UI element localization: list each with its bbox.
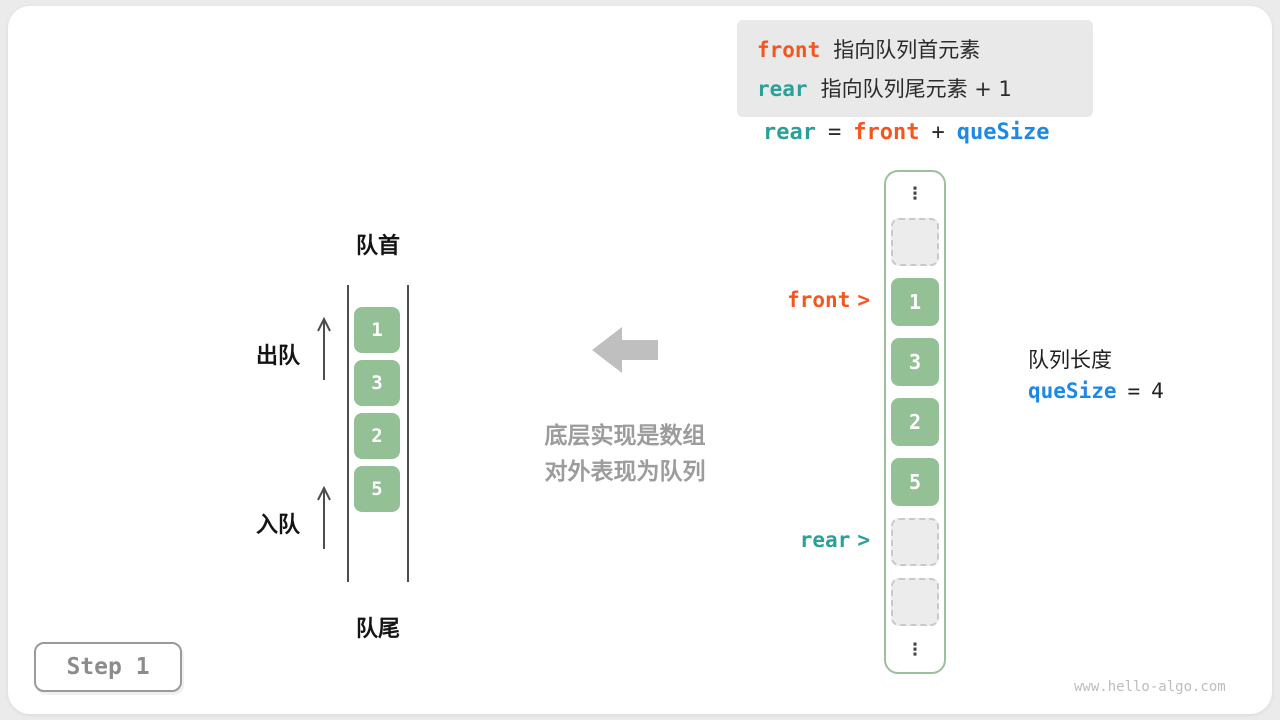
array-cell: 2 [891, 398, 939, 446]
rear-pointer: rear> [764, 526, 870, 554]
legend-front-line: front 指向队列首元素 [757, 34, 1073, 64]
ellipsis-bottom-icon: ⋮ [906, 640, 924, 660]
legend-rear-line: rear 指向队列尾元素 + 1 [757, 73, 1073, 103]
step-badge: Step 1 [34, 642, 182, 692]
dequeue-up-arrow-icon [317, 316, 331, 380]
formula-equals: = [827, 120, 842, 145]
queue-cell: 5 [354, 466, 400, 512]
formula-plus: + [931, 120, 945, 145]
formula-front: front [853, 120, 920, 145]
pointer-legend: front 指向队列首元素 rear 指向队列尾元素 + 1 [737, 20, 1093, 117]
queue-cell: 1 [354, 307, 400, 353]
queue-length-label: 队列长度 [1028, 348, 1112, 372]
array-cell: 3 [891, 338, 939, 386]
quesize-equals: = [1127, 379, 1141, 403]
dequeue-label: 出队 [256, 344, 301, 369]
queue-length-value: queSize = 4 [1028, 379, 1164, 403]
front-pointer: front> [764, 286, 870, 314]
queue-head-label: 队首 [355, 234, 400, 259]
array-container: ⋮ 1 3 2 5 ⋮ [884, 170, 946, 674]
queue-cell: 3 [354, 360, 400, 406]
array-empty-cell [891, 218, 939, 266]
formula-rear: rear [763, 120, 816, 145]
rear-formula: rear = front + queSize [763, 120, 1049, 145]
front-keyword: front [757, 38, 821, 62]
front-description: 指向队列首元素 [833, 38, 981, 62]
caption-line-1: 底层实现是数组 [544, 423, 706, 449]
front-pointer-arrow-icon: > [857, 288, 870, 312]
queue-left-wall [347, 285, 349, 582]
front-pointer-label: front [787, 288, 851, 312]
caption-line-2: 对外表现为队列 [544, 459, 706, 485]
array-empty-cell [891, 578, 939, 626]
rear-description: 指向队列尾元素 + 1 [820, 77, 1012, 101]
rear-pointer-label: rear [799, 528, 851, 552]
left-block-arrow-icon [592, 327, 658, 373]
ellipsis-top-icon: ⋮ [906, 184, 924, 204]
watermark: www.hello-algo.com [1074, 679, 1226, 695]
array-empty-cell [891, 518, 939, 566]
queue-cell: 2 [354, 413, 400, 459]
rear-keyword: rear [757, 77, 808, 101]
enqueue-up-arrow-icon [317, 485, 331, 549]
array-cell: 1 [891, 278, 939, 326]
rear-pointer-arrow-icon: > [857, 528, 870, 552]
formula-quesize: queSize [956, 120, 1050, 145]
queue-right-wall [407, 285, 409, 582]
quesize-number: 4 [1151, 379, 1164, 403]
enqueue-label: 入队 [256, 513, 301, 538]
quesize-keyword: queSize [1028, 379, 1117, 403]
array-cell: 5 [891, 458, 939, 506]
queue-tail-label: 队尾 [355, 617, 400, 642]
